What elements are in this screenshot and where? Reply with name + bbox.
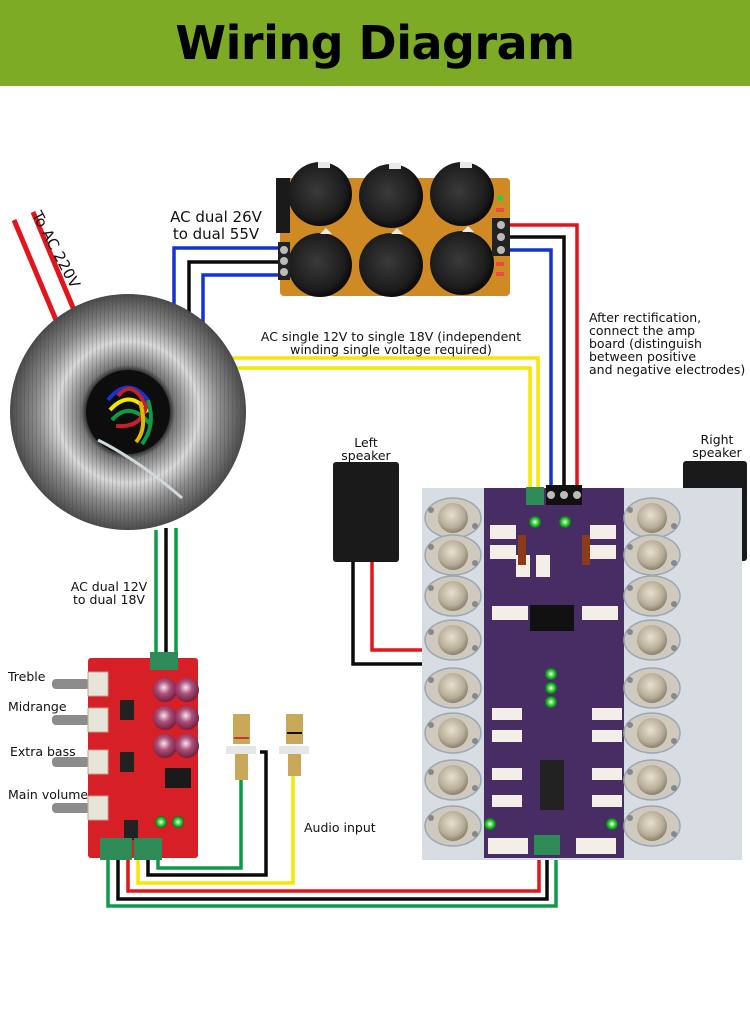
ac-single-wires (232, 356, 540, 490)
rectifier-input-terminal (278, 242, 290, 280)
wire-yellow-2 (236, 366, 532, 490)
wire-blue-1 (172, 246, 282, 318)
rectifier-output-terminal (492, 218, 510, 256)
label-ac-dual-26v: AC dual 26V to dual 55V (164, 209, 268, 243)
rectifier-board (276, 162, 510, 297)
label-after-rect-line4: between positive (589, 349, 697, 364)
tone-control-knobs (52, 671, 109, 821)
signal-wire-red (126, 850, 541, 893)
label-ac-dual-26v-line2: to dual 55V (172, 225, 260, 243)
label-right-speaker: Right speaker (686, 433, 748, 459)
label-right-speaker-line2: speaker (692, 445, 742, 460)
label-ac-dual-12v-line2: to dual 18V (73, 592, 145, 607)
label-midrange: Midrange (8, 699, 67, 714)
wire-yellow-1 (232, 356, 540, 490)
power-transistor (424, 805, 482, 847)
amp-components (488, 525, 622, 854)
label-ac-dual-12v: AC dual 12V to dual 18V (66, 580, 152, 606)
label-ac-single-12v: AC single 12V to single 18V (independent… (260, 330, 522, 356)
knob-extra-bass[interactable] (52, 749, 109, 775)
signal-wire-black (116, 850, 549, 901)
power-transistor (424, 667, 482, 709)
power-transistor (623, 712, 681, 754)
power-transistor (623, 497, 681, 539)
power-transistor (424, 497, 482, 539)
mains-wires (11, 211, 77, 321)
toroidal-transformer (10, 294, 246, 530)
transformer-to-preamp-wires (154, 528, 178, 660)
rca-jack-right (279, 714, 309, 776)
header-bar: Wiring Diagram (0, 0, 750, 86)
preamp-terminal-ac (150, 652, 178, 670)
power-transistor (424, 575, 482, 617)
wire-blue-dc (510, 248, 553, 490)
label-after-rect-line2: connect the amp (589, 323, 696, 338)
power-transistor (623, 575, 681, 617)
audio-wire-yellow (136, 775, 295, 885)
label-left-speaker: Left speaker (336, 436, 396, 462)
label-after-rectification: After rectification, connect the amp boa… (589, 311, 749, 376)
rectifier-to-amp-wires (510, 223, 579, 490)
power-transistor (424, 534, 482, 576)
left-speaker (333, 462, 399, 562)
label-right-speaker-line1: Right (700, 432, 734, 447)
label-audio-input: Audio input (304, 820, 376, 835)
audio-wire-black (146, 750, 268, 877)
knob-treble[interactable] (52, 671, 109, 697)
label-after-rect-line5: and negative electrodes) (589, 362, 746, 377)
amp-input-terminal (534, 835, 560, 855)
label-after-rect-line1: After rectification, (589, 310, 702, 325)
label-ac-single-12v-line1: AC single 12V to single 18V (independent (260, 329, 522, 344)
label-left-speaker-line1: Left (354, 435, 378, 450)
page-title: Wiring Diagram (175, 16, 575, 70)
label-ac-dual-12v-line1: AC dual 12V (70, 579, 148, 594)
preamp-big-capacitors (153, 678, 199, 758)
amplifier-board (422, 485, 742, 860)
power-transistor (424, 619, 482, 661)
amp-green-capacitors (484, 516, 618, 830)
preamp-output-terminal (100, 838, 162, 860)
preamp-board (88, 652, 199, 860)
wire-black-1 (187, 260, 282, 318)
mains-wire-1 (11, 219, 59, 321)
power-transistors (424, 497, 681, 847)
amp-power-terminal (526, 485, 582, 505)
mains-wire-2 (30, 211, 77, 311)
power-transistor (623, 667, 681, 709)
knob-main-volume[interactable] (52, 795, 109, 821)
label-main-volume: Main volume (8, 787, 89, 802)
wire-black-dc (510, 235, 566, 490)
power-transistor (623, 534, 681, 576)
preamp-to-amp-wires (106, 850, 558, 908)
power-transistor (623, 759, 681, 801)
label-left-speaker-line2: speaker (341, 448, 391, 463)
power-transistor (623, 805, 681, 847)
signal-wire-green (106, 850, 558, 908)
label-ac-single-12v-line2: winding single voltage required) (290, 342, 492, 357)
wire-blue-2 (201, 273, 282, 326)
label-treble: Treble (8, 669, 46, 684)
transformer-to-rectifier-wires (172, 246, 282, 326)
power-transistor (424, 712, 482, 754)
rca-jack-left (226, 714, 256, 780)
label-extra-bass: Extra bass (10, 744, 76, 759)
knob-midrange[interactable] (52, 707, 109, 733)
power-transistor (623, 619, 681, 661)
filter-capacitors (288, 162, 494, 297)
wire-red-dc (510, 223, 579, 490)
power-transistor (424, 759, 482, 801)
label-after-rect-line3: board (distinguish (589, 336, 702, 351)
label-ac-dual-26v-line1: AC dual 26V (170, 208, 262, 226)
